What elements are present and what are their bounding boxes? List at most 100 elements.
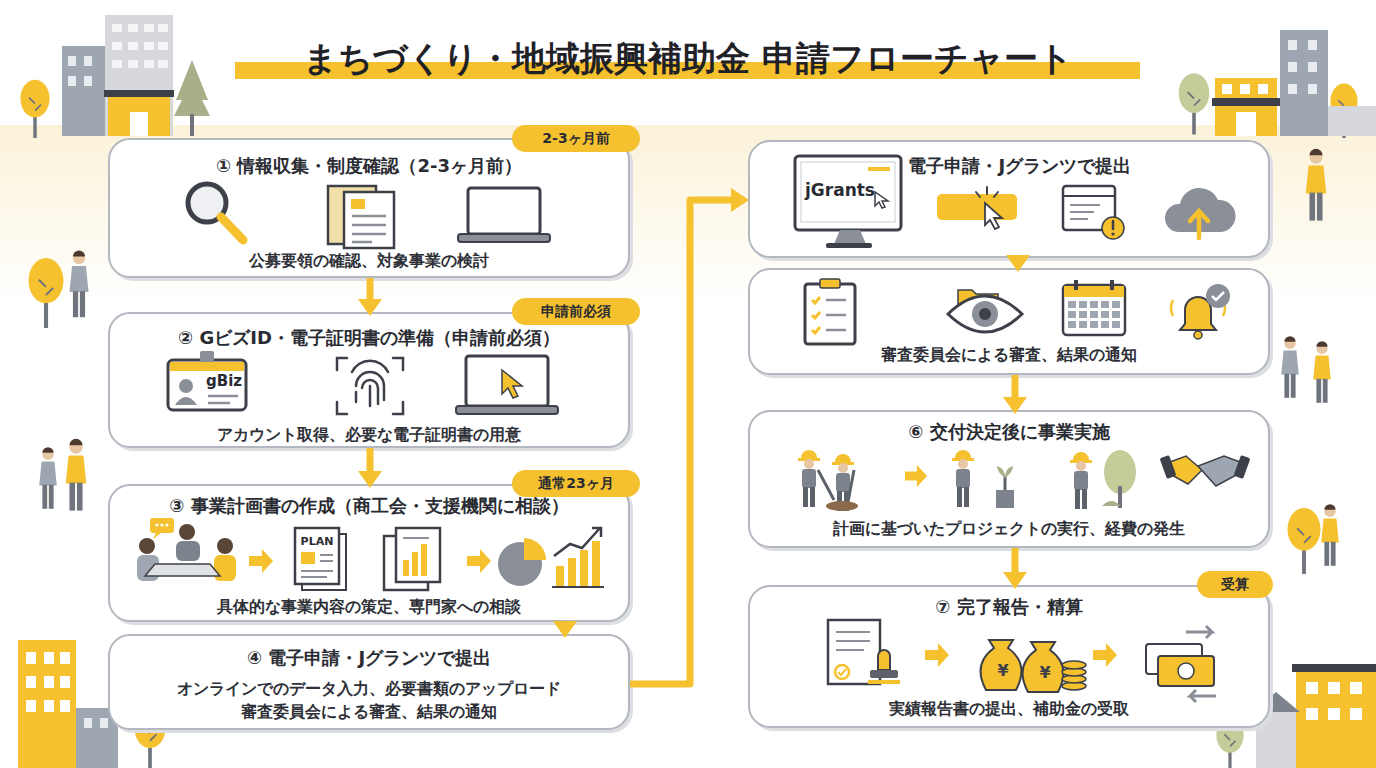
buildings-bottom-right bbox=[1306, 682, 1318, 694]
tag-text: 受算 bbox=[1197, 571, 1273, 598]
flow-arrow bbox=[1003, 548, 1027, 589]
calendar-icon bbox=[1074, 280, 1078, 290]
calendar-icon bbox=[1110, 280, 1114, 290]
people-and-trees bbox=[29, 258, 64, 328]
people-and-trees bbox=[1321, 504, 1339, 566]
arrow-line bbox=[630, 200, 734, 684]
step-description: 審査委員会による審査、結果の通知 bbox=[756, 344, 1262, 365]
flow-arrow bbox=[358, 448, 382, 488]
icon-label: gBiz bbox=[206, 372, 242, 390]
buildings-bottom-left bbox=[18, 640, 76, 768]
click-button-icon bbox=[937, 194, 1017, 220]
icon-label: ¥ bbox=[1039, 663, 1050, 682]
monitor-icon bbox=[801, 162, 895, 222]
people-and-trees bbox=[66, 439, 87, 511]
laptop-icon bbox=[468, 188, 540, 234]
id-card-icon bbox=[175, 397, 197, 405]
buildings-top-right bbox=[1212, 98, 1280, 106]
buildings-top-left bbox=[158, 24, 168, 32]
step-heading: ④ 電子申請・Jグランツで提出 bbox=[116, 646, 622, 670]
buildings-top-left bbox=[62, 46, 108, 136]
arrow-line bbox=[367, 278, 374, 300]
browser-alert-icon bbox=[1112, 221, 1115, 229]
buildings-top-right bbox=[1308, 62, 1317, 72]
buildings-top-left bbox=[144, 60, 154, 68]
checklist-icon bbox=[820, 279, 840, 288]
laptop-icon bbox=[458, 188, 550, 242]
buildings-bottom-right bbox=[1328, 708, 1340, 720]
buildings-top-left bbox=[108, 94, 170, 136]
browser-alert-icon bbox=[1063, 195, 1115, 197]
meeting-icon bbox=[165, 523, 168, 526]
people-and-trees bbox=[69, 250, 88, 317]
step-heading: ② GビズID・電子証明書の準備（申請前必須） bbox=[116, 326, 622, 350]
buildings-bottom-right bbox=[1292, 664, 1376, 672]
arrow-head bbox=[1003, 397, 1027, 414]
time-tag: 申請前必須 bbox=[512, 298, 640, 325]
cash-exchange-icon bbox=[1158, 656, 1214, 686]
growth-chart-icon bbox=[552, 586, 604, 588]
meeting-icon bbox=[145, 564, 220, 576]
buildings-top-left bbox=[190, 114, 194, 136]
flow-arrow bbox=[1006, 255, 1030, 272]
buildings-top-left bbox=[68, 76, 76, 86]
buildings-top-left bbox=[84, 76, 92, 86]
browser-alert-icon bbox=[1063, 186, 1124, 239]
report-stamp-icon bbox=[870, 670, 898, 678]
buildings-top-left bbox=[20, 15, 210, 138]
time-tag: 通常23ヶ月 bbox=[512, 470, 640, 497]
laptop-icon bbox=[458, 234, 550, 242]
bell-icon bbox=[1206, 284, 1230, 308]
report-stamp-icon bbox=[868, 680, 900, 684]
browser-alert-icon bbox=[1111, 232, 1114, 235]
chart-documents-icon bbox=[396, 528, 440, 582]
buildings-top-left bbox=[105, 15, 173, 136]
arrow-head bbox=[731, 188, 749, 212]
buildings-bottom-right bbox=[1306, 708, 1318, 720]
flow-arrow bbox=[553, 621, 577, 638]
buildings-bottom-left bbox=[60, 676, 70, 688]
review-eye-icon bbox=[972, 301, 998, 327]
people-and-trees bbox=[39, 447, 57, 509]
buildings-top-right bbox=[1240, 84, 1250, 94]
buildings-top-left bbox=[104, 90, 174, 97]
buildings-top-left bbox=[128, 42, 138, 50]
chart-documents-icon bbox=[403, 537, 429, 539]
step-description: オンラインでのデータ入力、必要書類のアップロード bbox=[116, 678, 622, 699]
icon-label: jGrants bbox=[805, 180, 875, 200]
plan-document-icon bbox=[295, 528, 339, 584]
laptop-cursor-icon bbox=[466, 356, 548, 406]
buildings-bottom-right bbox=[1350, 682, 1362, 694]
documents-icon bbox=[328, 186, 394, 248]
laptop-cursor-icon bbox=[456, 406, 558, 414]
id-card-icon bbox=[208, 396, 238, 403]
tag-text: 申請前必須 bbox=[512, 298, 640, 325]
arrow-line bbox=[1012, 548, 1019, 573]
buildings-bottom-left bbox=[44, 676, 54, 688]
buildings-top-left bbox=[130, 112, 148, 136]
chart-documents-icon bbox=[412, 552, 418, 576]
buildings-top-left bbox=[144, 24, 154, 32]
calendar-icon bbox=[1063, 280, 1125, 335]
growth-chart-icon bbox=[580, 550, 588, 586]
meeting-icon bbox=[176, 541, 200, 561]
laptop-cursor-icon bbox=[456, 356, 558, 414]
browser-alert-icon bbox=[1070, 205, 1100, 219]
calendar-icon bbox=[1063, 285, 1125, 335]
time-tag: 受算 bbox=[1197, 571, 1273, 598]
checklist-icon bbox=[805, 284, 855, 344]
buildings-bottom-left bbox=[26, 676, 36, 688]
arrow-head bbox=[553, 621, 577, 638]
buildings-top-right bbox=[1288, 84, 1297, 94]
plan-document-icon bbox=[301, 552, 315, 564]
buildings-bottom-left bbox=[26, 700, 36, 712]
construction-workers-icon bbox=[826, 501, 858, 511]
flow-arrow bbox=[358, 278, 382, 316]
plan-document-icon bbox=[301, 555, 333, 577]
id-card-icon bbox=[179, 379, 193, 393]
buildings-bottom-right bbox=[1328, 682, 1340, 694]
id-card-icon bbox=[170, 362, 244, 371]
growth-chart-icon bbox=[556, 566, 564, 586]
step-description: 審査委員会による審査、結果の通知 bbox=[116, 701, 622, 722]
